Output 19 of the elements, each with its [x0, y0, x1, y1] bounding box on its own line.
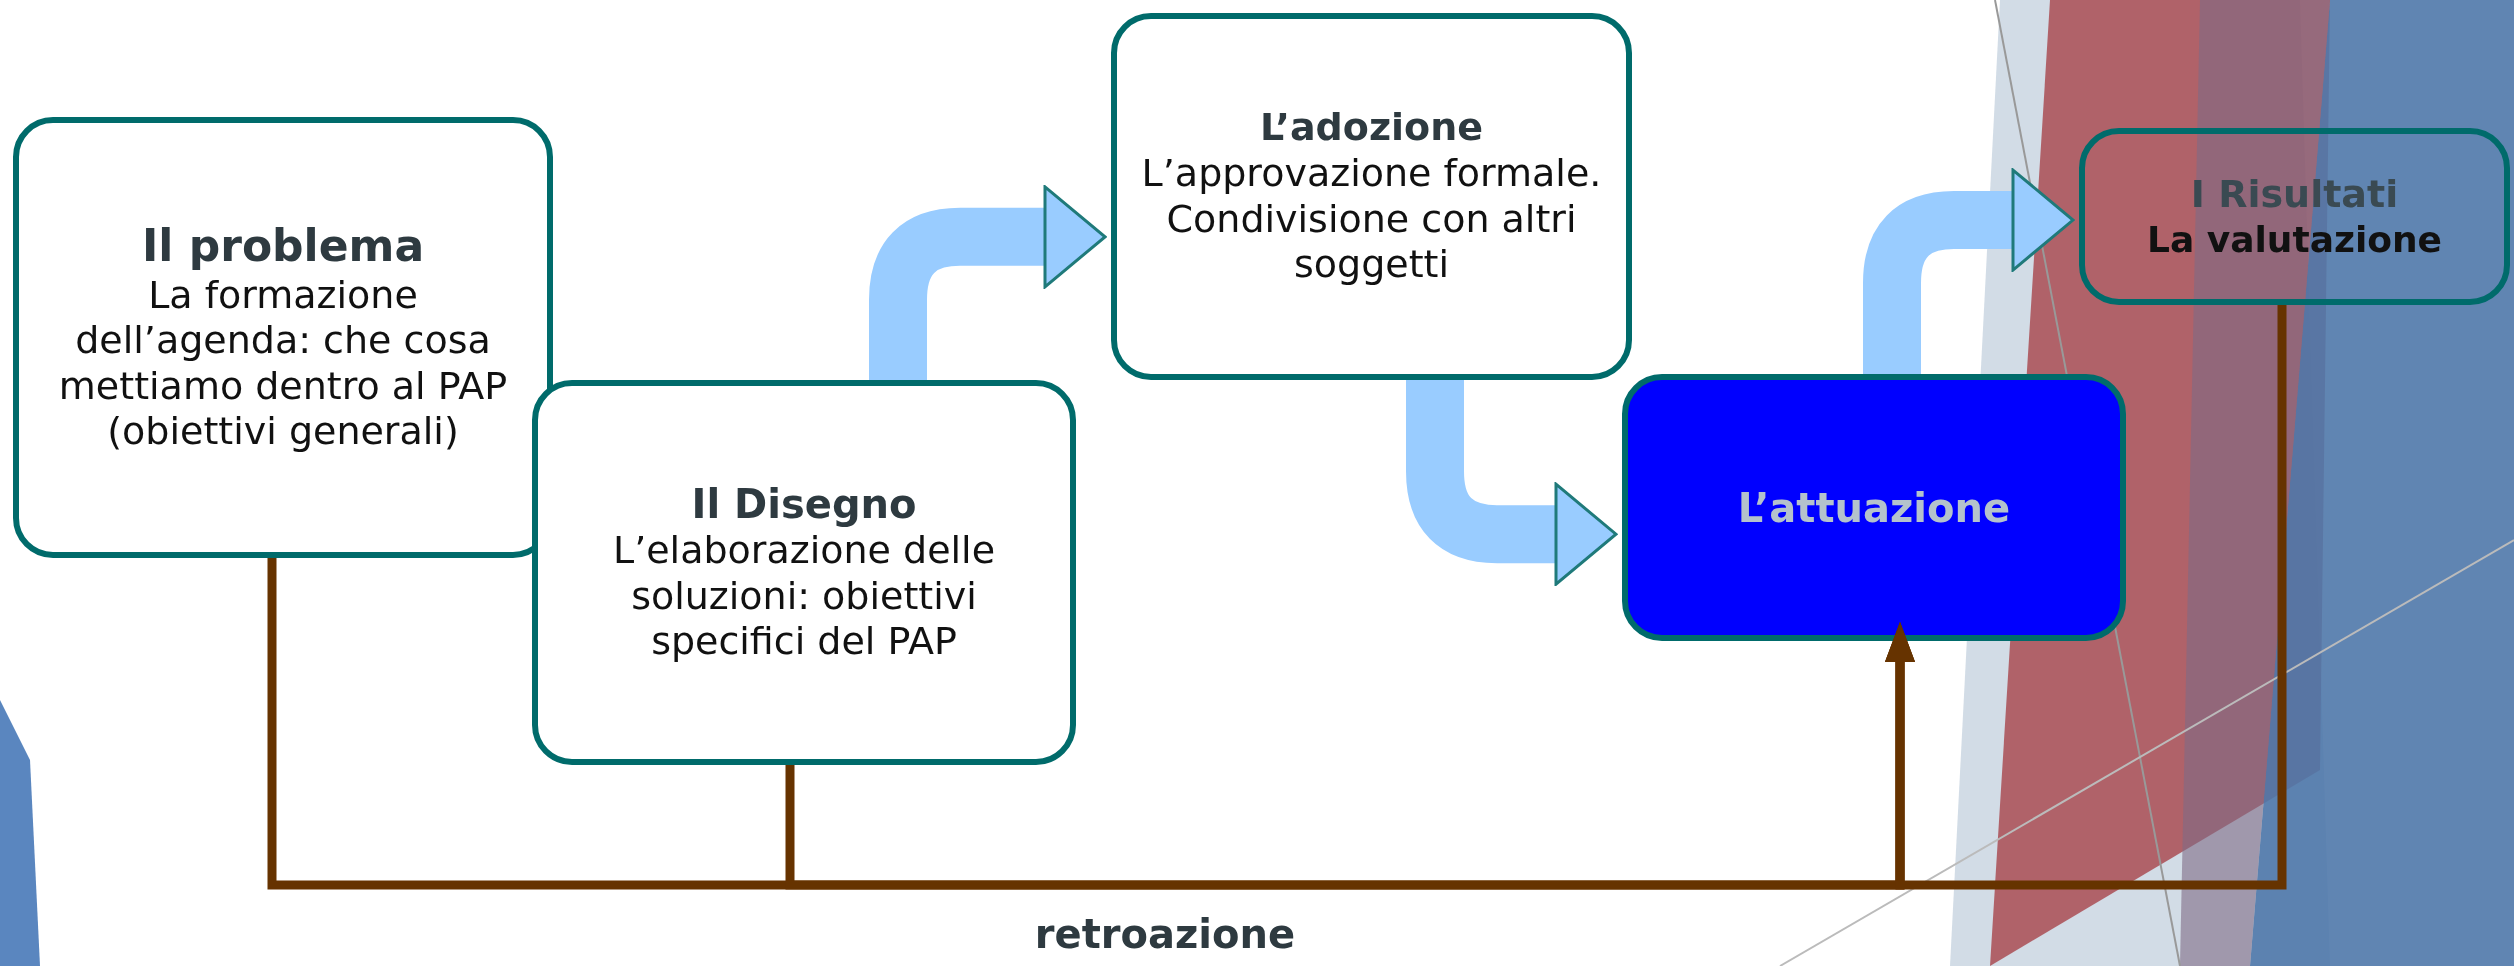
box-text: L’approvazione formale. Condivisione con altri soggetti	[1140, 150, 1603, 288]
process-box	[1111, 13, 1632, 380]
box-text: L’elaborazione delle soluzioni: obiettivi specifici del PAP	[611, 528, 996, 665]
box-text: La formazione dell’agenda: che cosa mettiamo dentro al PAP (obiettivi generali)	[57, 272, 509, 456]
feedback-arrow	[1885, 305, 2287, 890]
process-box	[532, 380, 1076, 765]
box-title: L’adozione	[1260, 105, 1483, 151]
box-text: La valutazione	[2146, 217, 2443, 261]
process-box	[2079, 128, 2510, 305]
box-title: Il problema	[141, 219, 425, 273]
block-arrow	[869, 185, 1107, 380]
box-title: L’attuazione	[1737, 483, 2011, 532]
process-box	[1622, 374, 2126, 641]
box-title: Il Disegno	[691, 480, 917, 529]
process-box	[13, 117, 553, 558]
block-arrow	[1406, 380, 1618, 586]
box-title: I Risultati	[2190, 172, 2399, 218]
block-arrow	[1863, 168, 2075, 374]
feedback-label: retroazione	[1033, 910, 1297, 958]
